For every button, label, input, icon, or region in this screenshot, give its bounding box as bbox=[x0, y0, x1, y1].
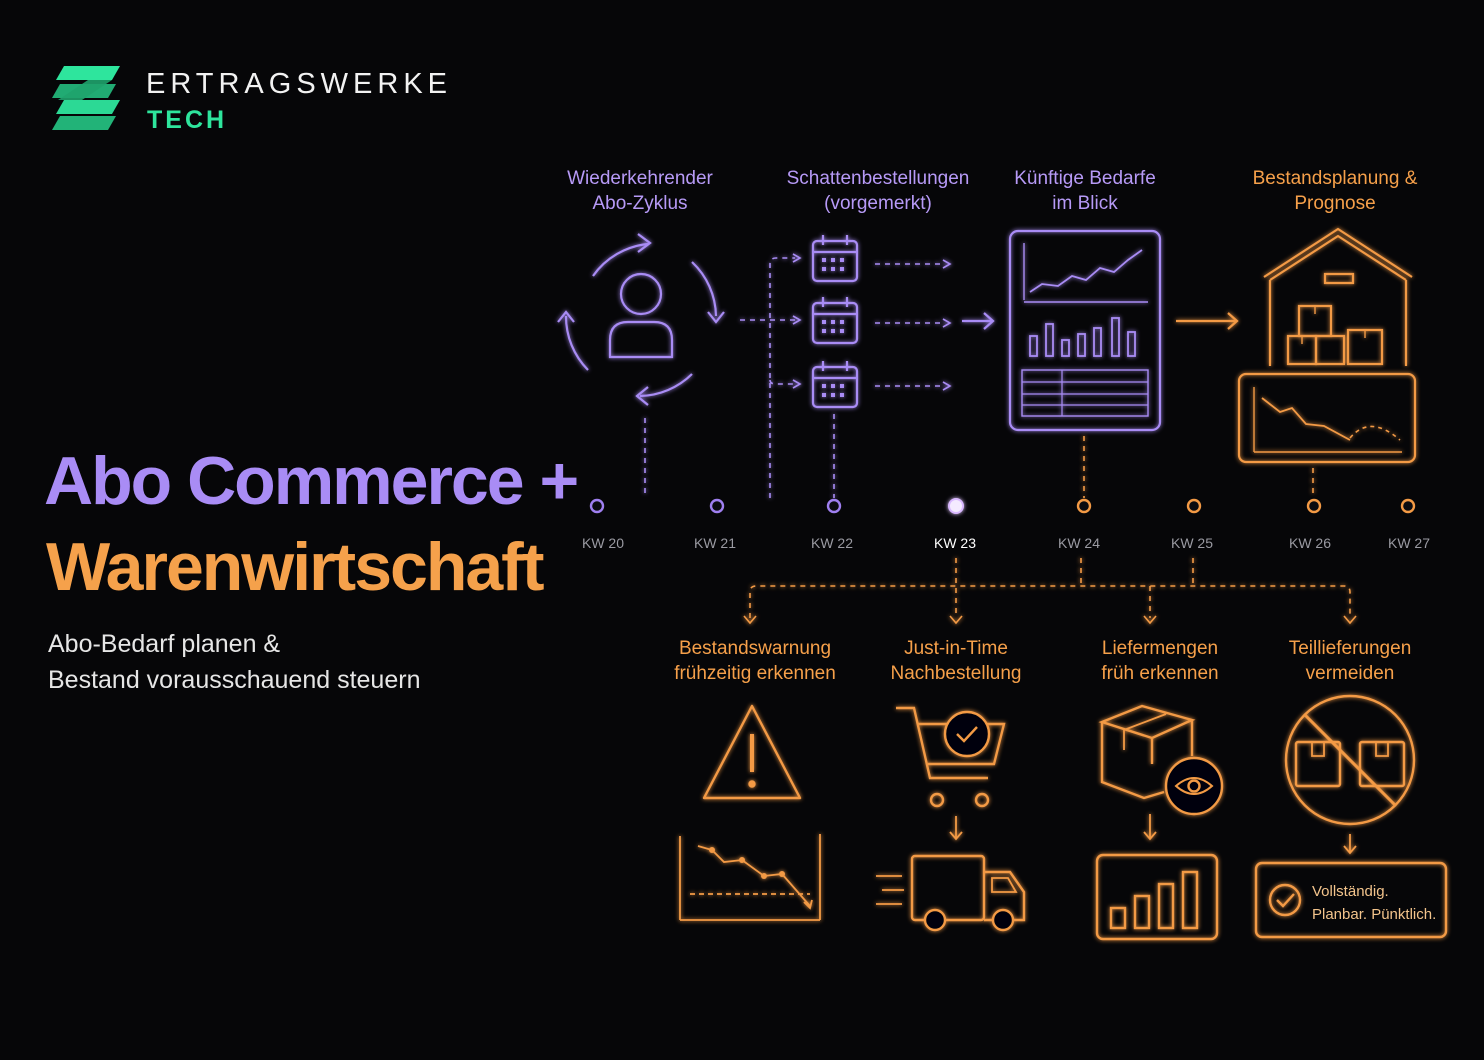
result-note: Vollständig. Planbar. Pünktlich. bbox=[1312, 880, 1436, 926]
stylized-E-logo-icon bbox=[52, 66, 120, 130]
week-label: KW 24 bbox=[1057, 535, 1101, 551]
headline-line-2: Warenwirtschaft bbox=[46, 529, 544, 605]
headline-line-1: Abo Commerce + bbox=[44, 443, 579, 519]
cart-check-icon bbox=[896, 706, 1006, 808]
dashed-distribution bbox=[743, 558, 1357, 625]
outcome-label-liefermengen: Liefermengen früh erkennen bbox=[1101, 636, 1218, 686]
outcome-label-line: vermeiden bbox=[1305, 663, 1395, 684]
outcome-label-line: Bestandswarnung bbox=[678, 638, 832, 659]
bar-chart-icon bbox=[1095, 853, 1219, 941]
step-label-line: Schattenbestellungen bbox=[786, 168, 970, 189]
arrow-down-icon bbox=[1143, 814, 1157, 841]
no-split-boxes-icon bbox=[1284, 694, 1416, 826]
step-label-bestandsplanung: Bestandsplanung & Prognose bbox=[1253, 166, 1418, 216]
step-label-line: Prognose bbox=[1294, 193, 1376, 214]
step-label-schattenbestellungen: Schattenbestellungen (vorgemerkt) bbox=[787, 166, 970, 216]
step-label-kuenftige-bedarfe: Künftige Bedarfe im Blick bbox=[1014, 166, 1156, 216]
box-eye-icon bbox=[1098, 704, 1224, 816]
outcome-label-line: Just-in-Time bbox=[904, 638, 1008, 659]
arrow-right-icon bbox=[1176, 312, 1239, 330]
step-label-line: Künftige Bedarfe bbox=[1014, 168, 1156, 189]
outcome-label-line: Liefermengen bbox=[1101, 638, 1219, 659]
subtitle-line-1: Abo-Bedarf planen & bbox=[48, 630, 281, 658]
timeline-node-current bbox=[948, 498, 964, 514]
arrow-down-icon bbox=[1343, 834, 1357, 855]
week-label-current: KW 23 bbox=[933, 535, 977, 551]
subtitle: Abo-Bedarf planen & Bestand vorausschaue… bbox=[48, 626, 420, 698]
week-label: KW 21 bbox=[693, 535, 737, 551]
week-label: KW 27 bbox=[1387, 535, 1431, 551]
timeline-node-past bbox=[589, 498, 842, 514]
outcome-label-bestandswarnung: Bestandswarnung frühzeitig erkennen bbox=[674, 636, 836, 686]
brand-name: ERTRAGSWERKE bbox=[146, 68, 453, 100]
result-note-box bbox=[1254, 861, 1448, 939]
outcome-label-line: früh erkennen bbox=[1101, 663, 1219, 684]
calendar-icon bbox=[811, 235, 859, 283]
week-label: KW 25 bbox=[1170, 535, 1214, 551]
step-label-line: (vorgemerkt) bbox=[824, 193, 932, 214]
step-label-line: Bestandsplanung & bbox=[1252, 168, 1418, 189]
delivery-truck-icon bbox=[876, 854, 1026, 932]
subtitle-line-2: Bestand vorausschauend steuern bbox=[48, 666, 421, 694]
arrow-right-icon bbox=[962, 312, 995, 330]
week-label: KW 20 bbox=[581, 535, 625, 551]
warehouse-forecast-icon bbox=[1237, 227, 1417, 464]
outcome-label-line: Nachbestellung bbox=[890, 663, 1022, 684]
step-label-line: Wiederkehrender bbox=[567, 168, 713, 189]
warning-icon bbox=[702, 704, 802, 800]
result-note-line-2: Planbar. Pünktlich. bbox=[1312, 906, 1437, 923]
timeline bbox=[589, 498, 1416, 514]
outcome-label-just-in-time: Just-in-Time Nachbestellung bbox=[891, 636, 1022, 686]
outcome-label-line: frühzeitig erkennen bbox=[674, 663, 836, 684]
result-note-line-1: Vollständig. bbox=[1312, 883, 1389, 900]
week-label: KW 26 bbox=[1288, 535, 1332, 551]
step-label-abo-zyklus: Wiederkehrender Abo-Zyklus bbox=[567, 166, 713, 216]
brand-subname: TECH bbox=[147, 106, 228, 134]
dashboard-report-icon bbox=[1008, 229, 1162, 432]
arrow-heads-top bbox=[792, 253, 952, 391]
week-label: KW 22 bbox=[810, 535, 854, 551]
outcome-label-line: Teillieferungen bbox=[1288, 638, 1412, 659]
outcome-label-teillieferungen: Teillieferungen vermeiden bbox=[1289, 636, 1412, 686]
calendar-icon bbox=[811, 297, 859, 345]
arrow-down-icon bbox=[949, 816, 963, 841]
timeline-node-future bbox=[1076, 498, 1416, 514]
step-label-line: Abo-Zyklus bbox=[592, 193, 688, 214]
step-label-line: im Blick bbox=[1052, 193, 1118, 214]
calendar-icon bbox=[811, 361, 859, 409]
declining-stock-chart bbox=[679, 834, 821, 921]
user-cycle-icon bbox=[557, 233, 725, 406]
dashed-connectors-top bbox=[644, 257, 945, 498]
